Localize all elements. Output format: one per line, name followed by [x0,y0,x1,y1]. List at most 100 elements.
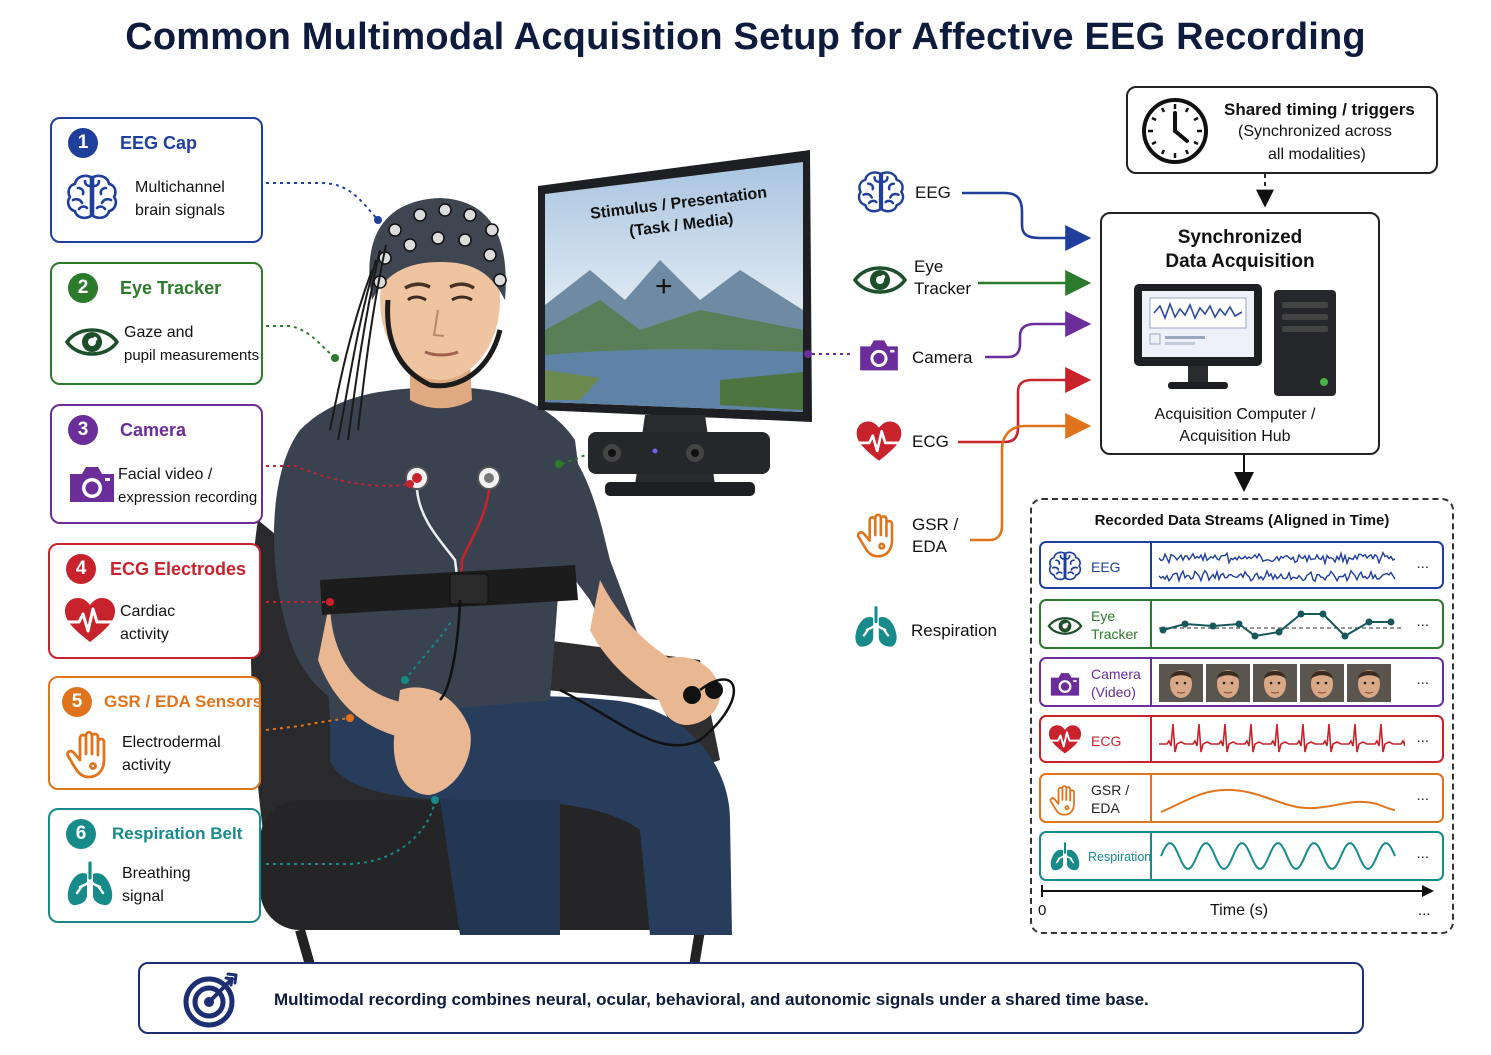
stream-label: Respiration [1088,850,1152,864]
time-axis [1041,885,1434,897]
stream-label: GSR / EDA [1091,781,1129,817]
signal-label-ecg: ECG [912,432,949,451]
stream-ellipsis: ... [1416,787,1429,804]
video-frame-thumbnail [1300,664,1344,702]
card-eye-tracker: 2 Eye Tracker Gaze and pupil measurement… [50,262,263,385]
shared-timing-box: Shared timing / triggers (Synchronized a… [1126,86,1438,174]
hand-icon [62,728,118,780]
title-line: Synchronized [1177,227,1303,248]
video-frame-thumbnail [1159,664,1203,702]
stream-ellipsis: ... [1416,729,1429,746]
heart-icon [854,418,904,466]
lungs-icon [850,604,902,654]
camera-icon [1047,667,1083,701]
eye-icon [852,254,908,306]
number-badge: 2 [68,273,98,303]
card-title: Respiration Belt [112,824,243,843]
card-title: Camera [120,420,187,440]
acquisition-caption: Acquisition Computer / Acquisition Hub [1102,404,1368,448]
stream-ellipsis: ... [1416,613,1429,630]
fixation-cross: + [655,270,673,303]
lungs-icon [62,860,118,912]
desc-line: activity [120,626,169,643]
axis-end-label: ... [1418,902,1431,919]
timing-line3: all modalities) [1268,146,1366,163]
acquisition-title: Synchronized Data Acquisition [1102,226,1378,274]
eye-tracker-trace [1159,610,1401,640]
desc-line: signal [122,888,164,905]
camera-icon [64,458,120,510]
number-badge: 5 [62,687,92,717]
stream-row-eye-tracker: Eye Tracker ... [1039,599,1444,649]
heart-icon [1047,723,1083,757]
gsr-trace [1160,788,1396,813]
desc-line: Multichannel [135,179,225,196]
signal-label-camera: Camera [912,348,973,367]
card-description: Breathing signal [122,862,191,908]
video-frame-thumbnail [1347,664,1391,702]
eye-icon [1047,609,1083,643]
video-frame-thumbnail [1206,664,1250,702]
card-description: Multichannel brain signals [135,176,225,222]
label-line: Camera [1091,666,1141,682]
label-line: GSR / [1091,782,1130,798]
card-description: Facial video / expression recording [118,463,257,509]
video-frames [1159,664,1391,702]
card-title: Eye Tracker [120,278,222,298]
signal-label-eye-tracker: Eye Tracker [914,256,971,300]
summary-footer: Multimodal recording combines neural, oc… [138,962,1364,1034]
axis-start-label: 0 [1038,902,1047,919]
number-badge: 3 [68,415,98,445]
label-line: Eye [1091,608,1116,624]
computer-icon [1134,284,1336,396]
label-line: Tracker [1091,626,1138,642]
card-eeg-cap: 1 EEG Cap Multichannel brain signals [50,117,263,243]
footer-text: Multimodal recording combines neural, oc… [274,990,1149,1009]
stream-label: EEG [1091,559,1121,575]
desc-line: pupil measurements [124,347,260,364]
stream-row-ecg: ECG ... [1039,715,1444,763]
stream-row-camera: Camera (Video) ... [1039,657,1444,707]
card-description: Cardiac activity [120,600,175,646]
card-title: GSR / EDA Sensors [104,692,263,711]
page-title: Common Multimodal Acquisition Setup for … [125,16,1366,58]
participant-illustration [273,198,736,935]
label-line: Eye [914,257,944,276]
card-description: Gaze and pupil measurements [124,321,259,367]
card-gsr-eda-sensors: 5 GSR / EDA Sensors Electrodermal activi… [48,676,263,790]
timing-line2: (Synchronized across [1238,123,1392,140]
signal-label-gsr-eda: GSR / EDA [912,514,958,558]
number-badge: 4 [66,554,96,584]
eye-icon [64,316,120,368]
title-line: Data Acquisition [1165,251,1315,272]
card-respiration-belt: 6 Respiration Belt Breathing signal [48,808,261,923]
desc-line: Cardiac [120,603,176,620]
brain-icon [1047,549,1083,583]
card-title: EEG Cap [120,133,198,153]
stimulus-monitor [538,150,812,496]
acquisition-box: Synchronized Data Acquisition Acquisitio… [1100,212,1380,455]
desc-line: Breathing [122,865,191,882]
respiration-trace [1160,842,1396,870]
caption-line: Acquisition Computer / [1154,406,1316,423]
hand-icon [853,510,905,560]
desc-line: Gaze and [124,324,194,341]
timing-title: Shared timing / triggers [1224,100,1415,119]
stream-row-gsr-eda: GSR / EDA ... [1039,773,1444,823]
number-badge: 1 [68,128,98,158]
stream-ellipsis: ... [1416,555,1429,572]
brain-icon [855,168,907,216]
stream-label: ECG [1091,733,1122,749]
label-line: GSR / [912,515,959,534]
number-badge: 6 [66,819,96,849]
video-frame-thumbnail [1253,664,1297,702]
signal-label-eeg: EEG [915,183,951,202]
stream-ellipsis: ... [1416,671,1429,688]
hand-icon [1047,783,1083,817]
signal-label-respiration: Respiration [911,621,997,640]
desc-line: Facial video / [118,466,213,483]
desc-line: brain signals [135,202,225,219]
desc-line: Electrodermal [122,734,221,751]
label-line: Tracker [914,279,971,298]
